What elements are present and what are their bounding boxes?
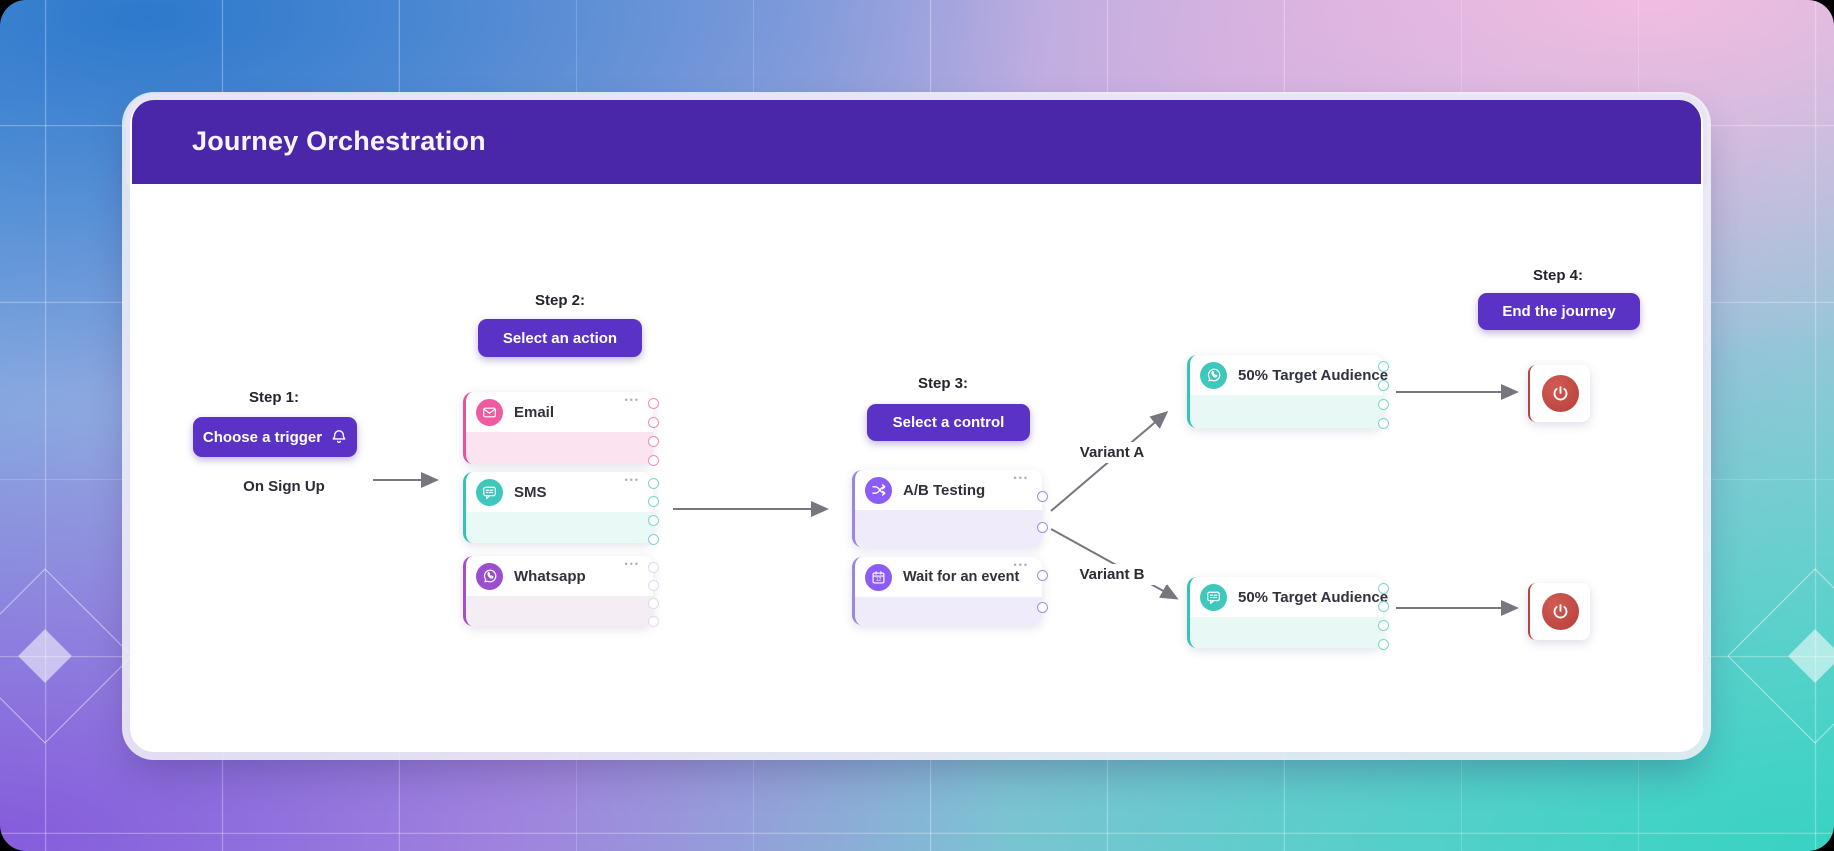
variant-a-label: Variant A — [1057, 442, 1167, 463]
app-header: Journey Orchestration — [132, 100, 1701, 184]
connector-port[interactable] — [1378, 418, 1389, 429]
card-header: 50% Target Audience — [1190, 577, 1388, 617]
connector-port[interactable] — [1378, 601, 1389, 612]
step-3-label: Step 3: — [917, 375, 968, 392]
whatsapp-icon — [1200, 361, 1227, 389]
connector-port[interactable] — [648, 534, 659, 545]
variant-b-label: Variant B — [1057, 564, 1167, 585]
card-body — [466, 432, 653, 464]
connector-port[interactable] — [1378, 620, 1389, 631]
audience-node-variant-b[interactable]: 50% Target Audience — [1187, 577, 1389, 650]
connector-port[interactable] — [1037, 602, 1048, 613]
connector-port[interactable] — [648, 455, 659, 466]
action-node-sms[interactable]: SMS ••• — [463, 472, 659, 545]
calendar-day: 12 — [876, 576, 882, 582]
audience-node-variant-a[interactable]: 50% Target Audience — [1187, 355, 1389, 429]
power-icon — [1541, 375, 1579, 412]
node-menu-dots[interactable]: ••• — [624, 395, 640, 405]
choose-trigger-button[interactable]: Choose a trigger — [193, 417, 357, 457]
node-label: 50% Target Audience — [1238, 366, 1389, 384]
whatsapp-icon — [476, 562, 503, 590]
card-body — [1190, 617, 1383, 648]
connector-port[interactable] — [1037, 522, 1048, 533]
select-action-label: Select an action — [502, 329, 618, 347]
control-node-ab-testing[interactable]: A/B Testing ••• — [852, 470, 1048, 547]
connector-port[interactable] — [648, 598, 659, 609]
end-journey-button[interactable]: End the journey — [1478, 293, 1640, 330]
connector-port[interactable] — [648, 417, 659, 428]
shuffle-icon — [865, 476, 892, 504]
node-label: A/B Testing — [903, 481, 986, 499]
card-header: Email — [466, 392, 653, 432]
node-label: 50% Target Audience — [1238, 588, 1389, 606]
choose-trigger-label: Choose a trigger — [202, 428, 323, 446]
card-body — [466, 512, 653, 543]
card-header: A/B Testing — [855, 470, 1042, 510]
chat-bubble-icon — [476, 478, 503, 506]
step-2-label: Step 2: — [534, 292, 585, 309]
node-menu-dots[interactable]: ••• — [1013, 560, 1029, 570]
calendar-icon: 12 — [865, 563, 892, 591]
end-journey-label: End the journey — [1502, 303, 1616, 320]
power-icon — [1541, 593, 1579, 630]
select-control-label: Select a control — [892, 414, 1005, 431]
card-body — [1190, 395, 1383, 428]
chat-bubble-icon — [1200, 583, 1227, 611]
bell-icon — [331, 429, 347, 445]
connector-port[interactable] — [648, 436, 659, 447]
node-menu-dots[interactable]: ••• — [624, 475, 640, 485]
select-action-button[interactable]: Select an action — [478, 319, 642, 357]
page-title: Journey Orchestration — [192, 126, 486, 156]
card-body — [855, 597, 1042, 625]
node-label: Email — [514, 403, 555, 421]
connector-port[interactable] — [1378, 399, 1389, 410]
connector-port[interactable] — [648, 398, 659, 409]
control-node-wait-event[interactable]: 12 Wait for an event ••• — [852, 557, 1048, 625]
end-node-variant-b[interactable] — [1528, 583, 1590, 640]
card-header: Whatsapp — [466, 556, 653, 596]
connector-port[interactable] — [1378, 380, 1389, 391]
connector-port[interactable] — [648, 478, 659, 489]
card-body — [466, 596, 653, 626]
action-node-whatsapp[interactable]: Whatsapp ••• — [463, 556, 659, 627]
card-header: 12 Wait for an event — [855, 557, 1042, 597]
node-label: Whatsapp — [514, 567, 586, 585]
select-control-button[interactable]: Select a control — [867, 404, 1030, 441]
connector-port[interactable] — [1378, 639, 1389, 650]
connector-port[interactable] — [1378, 361, 1389, 372]
step-1-label: Step 1: — [248, 389, 299, 406]
connector-port[interactable] — [1037, 570, 1048, 581]
card-header: 50% Target Audience — [1190, 355, 1388, 395]
connector-port[interactable] — [648, 580, 659, 591]
connector-port[interactable] — [648, 515, 659, 526]
node-label: Wait for an event — [903, 569, 1020, 585]
connector-port[interactable] — [648, 496, 659, 507]
connector-port[interactable] — [1037, 491, 1048, 502]
node-menu-dots[interactable]: ••• — [624, 559, 640, 569]
connector-port[interactable] — [648, 616, 659, 627]
end-node-variant-a[interactable] — [1528, 365, 1590, 422]
node-label: SMS — [514, 483, 547, 501]
trigger-event-label: On Sign Up — [243, 478, 325, 495]
step-4-label: Step 4: — [1532, 267, 1583, 284]
connector-port[interactable] — [1378, 583, 1389, 594]
connector-port[interactable] — [648, 562, 659, 573]
envelope-icon — [476, 398, 503, 426]
action-node-email[interactable]: Email ••• — [463, 392, 659, 466]
card-header: SMS — [466, 472, 653, 512]
node-menu-dots[interactable]: ••• — [1013, 473, 1029, 483]
card-body — [855, 510, 1042, 547]
